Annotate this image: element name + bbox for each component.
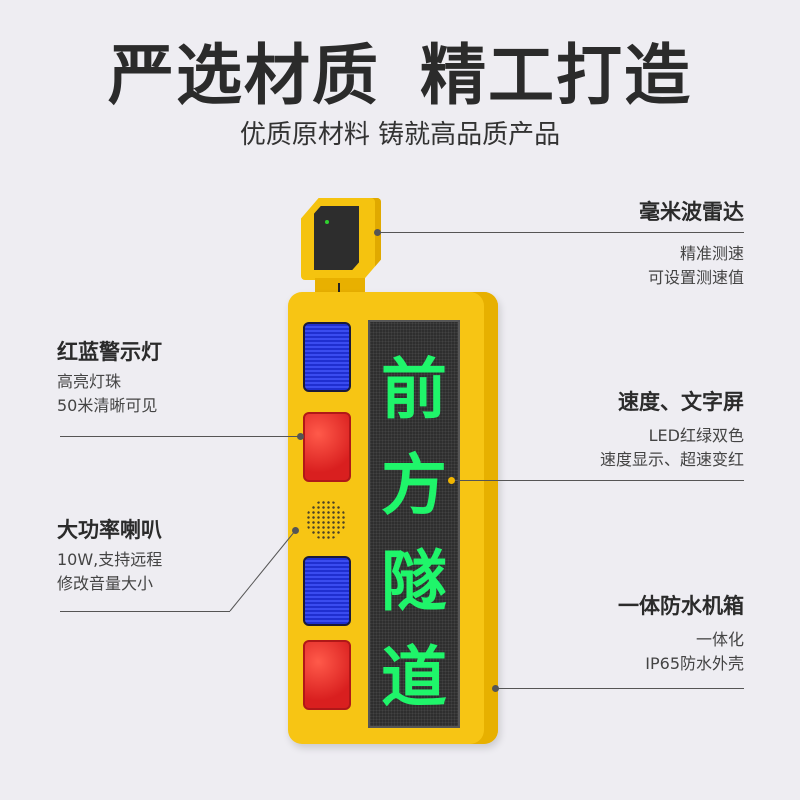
callout-dot	[292, 527, 299, 534]
feature-desc-line: 高亮灯珠	[57, 372, 122, 391]
headline-left: 严选材质	[108, 37, 380, 114]
radar-sensor	[314, 206, 359, 270]
feature-title: 一体防水机箱	[618, 594, 744, 618]
display-char: 前	[381, 351, 447, 428]
feature-desc-line: 速度显示、超速变红	[599, 450, 744, 469]
feature-title: 大功率喇叭	[57, 518, 162, 542]
feature-screen: 速度、文字屏 LED红绿双色 速度显示、超速变红	[600, 388, 744, 472]
feature-radar-desc: 精准测速 可设置测速值	[648, 242, 744, 290]
blue-warning-lamp-top	[303, 322, 351, 392]
feature-desc-line: 精准测速	[679, 244, 744, 263]
feature-desc-line: 50米清晰可见	[57, 396, 158, 415]
feature-desc-line: LED红绿双色	[648, 426, 744, 445]
blue-warning-lamp-bottom	[303, 556, 351, 626]
callout-line	[496, 688, 744, 689]
headline: 严选材质精工打造	[0, 22, 800, 118]
feature-title: 红蓝警示灯	[57, 340, 162, 364]
red-warning-lamp-bottom	[303, 640, 351, 710]
callout-dot	[448, 477, 455, 484]
feature-warning-lights: 红蓝警示灯 高亮灯珠 50米清晰可见	[57, 338, 162, 418]
feature-desc-line: 修改音量大小	[57, 574, 154, 593]
callout-dot	[492, 685, 499, 692]
feature-radar: 毫米波雷达	[639, 198, 744, 226]
display-char: 道	[381, 639, 447, 716]
feature-desc-line: 10W,支持远程	[57, 550, 163, 569]
callout-line	[60, 436, 300, 437]
feature-desc-line: 一体化	[695, 630, 744, 649]
red-warning-lamp-top	[303, 412, 351, 482]
callout-dot	[297, 433, 304, 440]
display-char: 隧	[381, 543, 447, 620]
callout-line	[60, 611, 230, 612]
callout-diagonal-line	[229, 530, 296, 612]
led-display-screen: 前 方 隧 道	[368, 320, 460, 728]
radar-indicator-led	[325, 220, 329, 224]
speaker-grille-icon	[306, 500, 346, 540]
feature-title: 毫米波雷达	[639, 200, 744, 224]
headline-right: 精工打造	[420, 37, 692, 114]
callout-line	[452, 480, 744, 481]
feature-speaker: 大功率喇叭 10W,支持远程 修改音量大小	[57, 516, 162, 596]
feature-desc-line: IP65防水外壳	[645, 654, 744, 673]
callout-line	[378, 232, 744, 233]
subheadline: 优质原材料 铸就高品质产品	[239, 120, 561, 150]
callout-dot	[374, 229, 381, 236]
feature-enclosure: 一体防水机箱 一体化 IP65防水外壳	[618, 592, 744, 676]
feature-title: 速度、文字屏	[618, 390, 744, 414]
display-char: 方	[381, 447, 447, 524]
feature-desc-line: 可设置测速值	[647, 268, 744, 287]
